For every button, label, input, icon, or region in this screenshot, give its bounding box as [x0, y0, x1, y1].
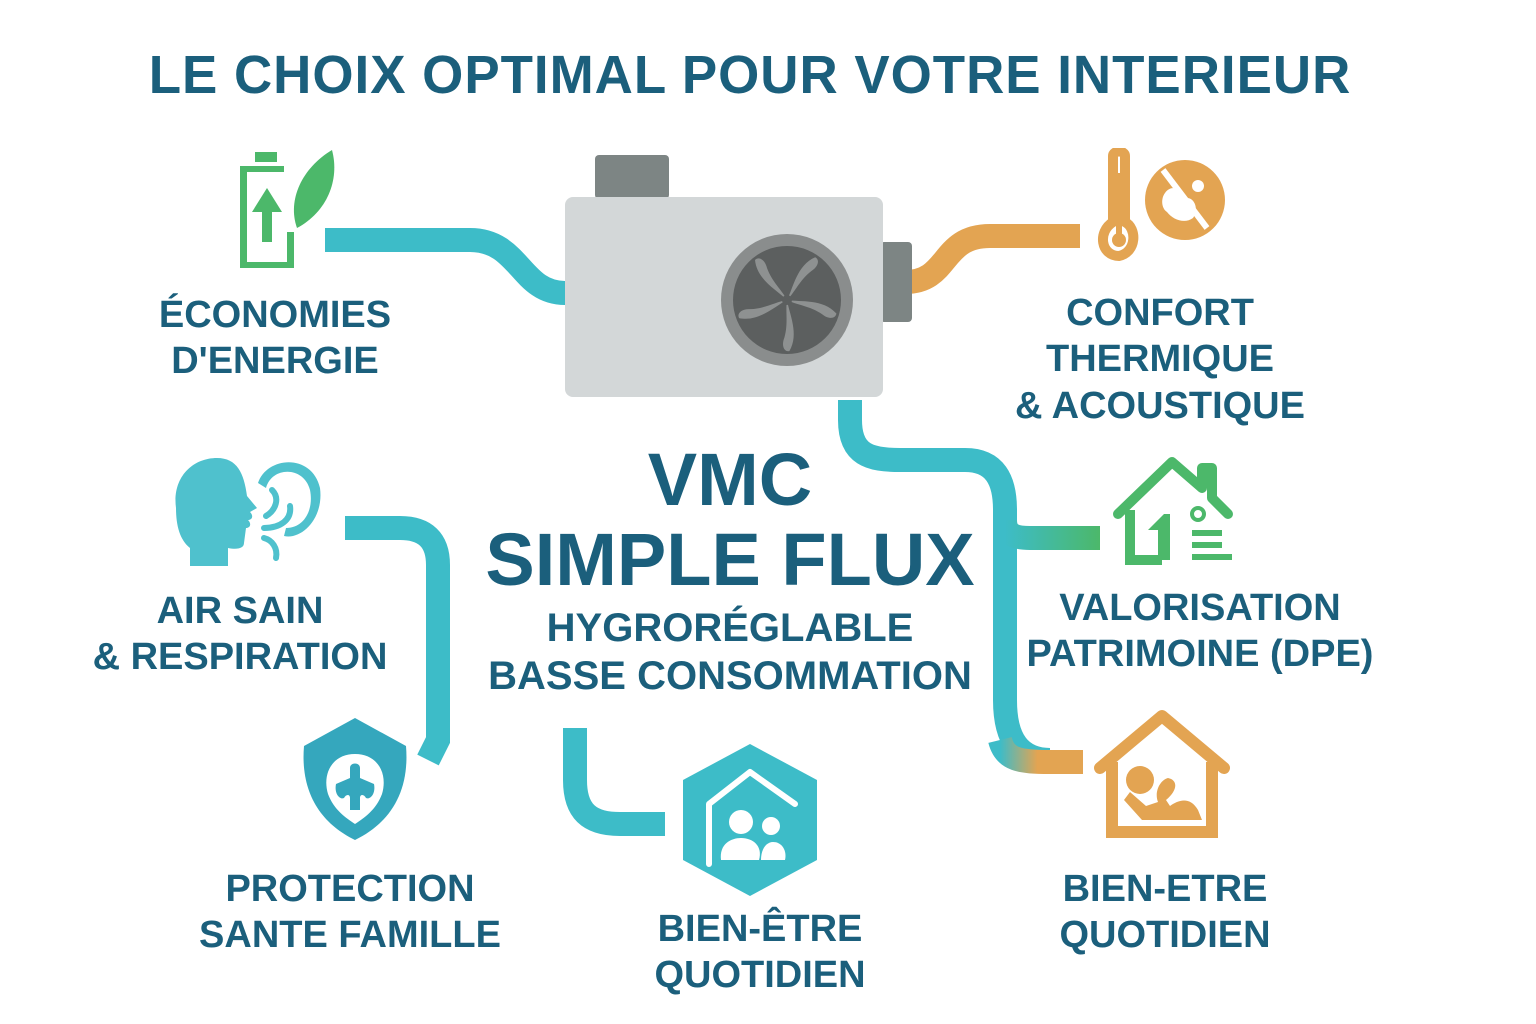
- connector-comfort: [904, 224, 1080, 294]
- benefit-air-label: AIR SAIN & RESPIRATION: [92, 590, 388, 679]
- house-relaxing-person-icon: [1094, 710, 1230, 838]
- connector-trunk: [838, 400, 1051, 772]
- connector-center-wellbeing: [563, 728, 665, 836]
- thermometer-noise-icon: [1098, 148, 1225, 262]
- head-breathing-icon: [175, 458, 321, 566]
- shield-family-icon: [303, 718, 407, 840]
- hexagon-house-family-icon: [683, 744, 817, 896]
- product-heading: VMC SIMPLE FLUX HYGRORÉGLABLE BASSE CONS…: [470, 440, 990, 700]
- ventilation-unit-fan-icon: [565, 155, 912, 397]
- battery-leaf-icon: [240, 150, 335, 268]
- product-line2: SIMPLE FLUX: [485, 517, 975, 601]
- feature-hygro: HYGRORÉGLABLE: [546, 605, 914, 650]
- connector-wellbeing-right: [988, 736, 1083, 774]
- connector-energy: [325, 228, 566, 305]
- benefit-value-label: VALORISATION PATRIMOINE (DPE): [1026, 587, 1374, 676]
- benefit-protection-label: PROTECTION SANTE FAMILLE: [199, 868, 501, 957]
- benefit-wellbeing-right-label: BIEN-ETRE QUOTIDIEN: [1059, 868, 1271, 957]
- benefit-comfort-label: CONFORT THERMIQUE & ACOUSTIQUE: [1015, 292, 1305, 427]
- connector-value: [993, 518, 1100, 550]
- feature-low-consumption: BASSE CONSOMMATION: [488, 653, 972, 698]
- benefit-wellbeing-center-label: BIEN-ÊTRE QUOTIDIEN: [654, 908, 866, 997]
- product-line1: VMC: [647, 438, 813, 521]
- page-title: LE CHOIX OPTIMAL POUR VOTRE INTERIEUR: [148, 45, 1352, 105]
- benefit-energy-label: ÉCONOMIES D'ENERGIE: [158, 294, 392, 383]
- house-energy-rating-icon: [1113, 457, 1233, 565]
- connector-air-protection: [345, 516, 450, 766]
